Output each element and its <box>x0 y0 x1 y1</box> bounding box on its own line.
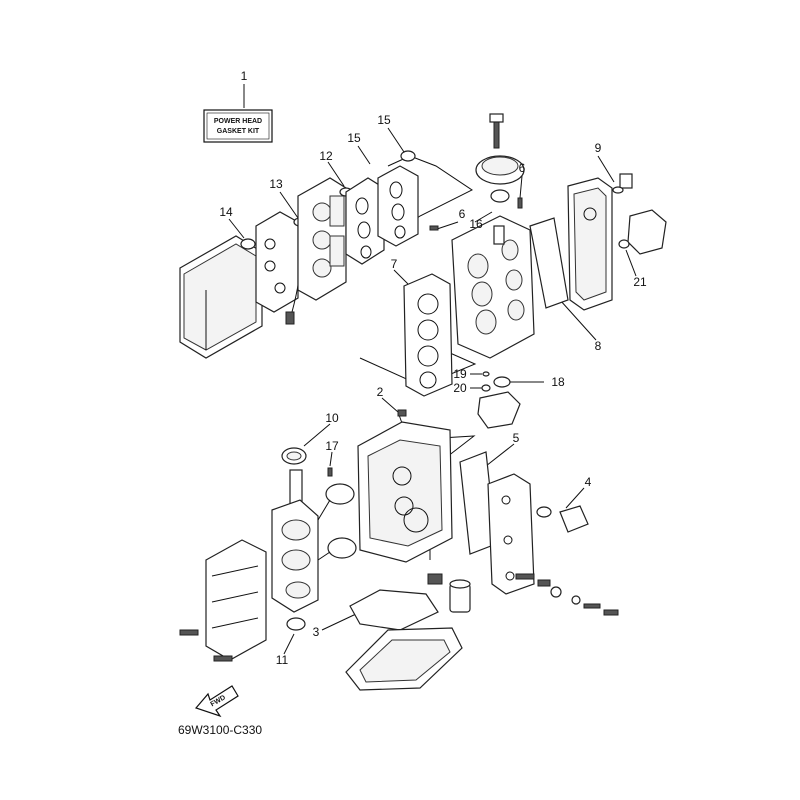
bolt-6-right <box>517 197 523 209</box>
oil-seal-11 <box>286 617 306 631</box>
intake-gasket-right <box>377 165 419 247</box>
callout-numbers: 1 2 3 4 5 6 6 7 8 9 10 11 12 13 14 15 15… <box>219 69 647 667</box>
exhaust-cover <box>179 235 263 359</box>
callout-6-right: 6 <box>519 161 526 175</box>
callout-15-right: 15 <box>377 113 391 127</box>
lower-base <box>345 627 463 691</box>
callout-5: 5 <box>513 431 520 445</box>
head-cover <box>567 177 613 311</box>
callout-12: 12 <box>319 149 333 163</box>
callout-3: 3 <box>313 625 320 639</box>
dowel-pin-17 <box>327 467 333 477</box>
callout-10: 10 <box>325 411 339 425</box>
exhaust-plate <box>487 473 535 595</box>
base-gasket <box>349 589 439 631</box>
cylinder-block <box>357 421 453 563</box>
head-cover-gasket <box>529 217 569 309</box>
callout-20: 20 <box>453 381 467 395</box>
o-ring-14 <box>240 238 256 250</box>
cylinder-head <box>451 215 535 359</box>
kit-label-line2: GASKET KIT <box>217 128 260 135</box>
drawing-code: 69W3100-C330 <box>178 723 262 737</box>
callout-14: 14 <box>219 205 233 219</box>
bolt-6-left <box>429 225 439 231</box>
fwd-arrow-icon: FWD <box>194 685 239 718</box>
breather-part <box>618 209 667 255</box>
crankshaft-assembly <box>271 469 357 613</box>
water-fitting <box>477 371 521 429</box>
callout-6-left: 6 <box>459 207 466 221</box>
callout-19: 19 <box>453 367 467 381</box>
callout-11: 11 <box>276 653 289 667</box>
o-ring-15 <box>400 150 416 162</box>
oil-filter <box>427 573 471 613</box>
parts-artwork: FWD <box>179 113 667 718</box>
callout-1: 1 <box>241 69 248 83</box>
crankcase-bolt-1 <box>179 629 199 636</box>
crankcase-bolt-2 <box>213 655 233 662</box>
callout-16: 16 <box>469 217 483 231</box>
thermostat <box>536 505 589 533</box>
gasket-kit-label: POWER HEAD GASKET KIT <box>203 109 273 143</box>
callout-18: 18 <box>551 375 565 389</box>
head-gasket <box>403 273 453 397</box>
callout-9: 9 <box>595 141 602 155</box>
lower-bolts <box>515 573 619 616</box>
callout-21: 21 <box>633 275 647 289</box>
callout-2: 2 <box>377 385 384 399</box>
callout-8: 8 <box>595 339 602 353</box>
callout-15-left: 15 <box>347 131 361 145</box>
plug-2 <box>397 409 407 417</box>
intake-manifold <box>297 177 347 301</box>
kit-label-line1: POWER HEAD <box>214 118 262 125</box>
intake-gasket-left <box>345 177 385 265</box>
oil-filler-cap <box>619 173 633 189</box>
cover-gasket <box>255 211 302 325</box>
callout-7: 7 <box>391 257 398 271</box>
callout-17: 17 <box>325 439 339 453</box>
timing-pulley <box>475 113 525 203</box>
o-ring-9 <box>612 186 624 194</box>
callout-4: 4 <box>585 475 592 489</box>
callout-13: 13 <box>269 177 283 191</box>
crankcase <box>205 539 267 661</box>
